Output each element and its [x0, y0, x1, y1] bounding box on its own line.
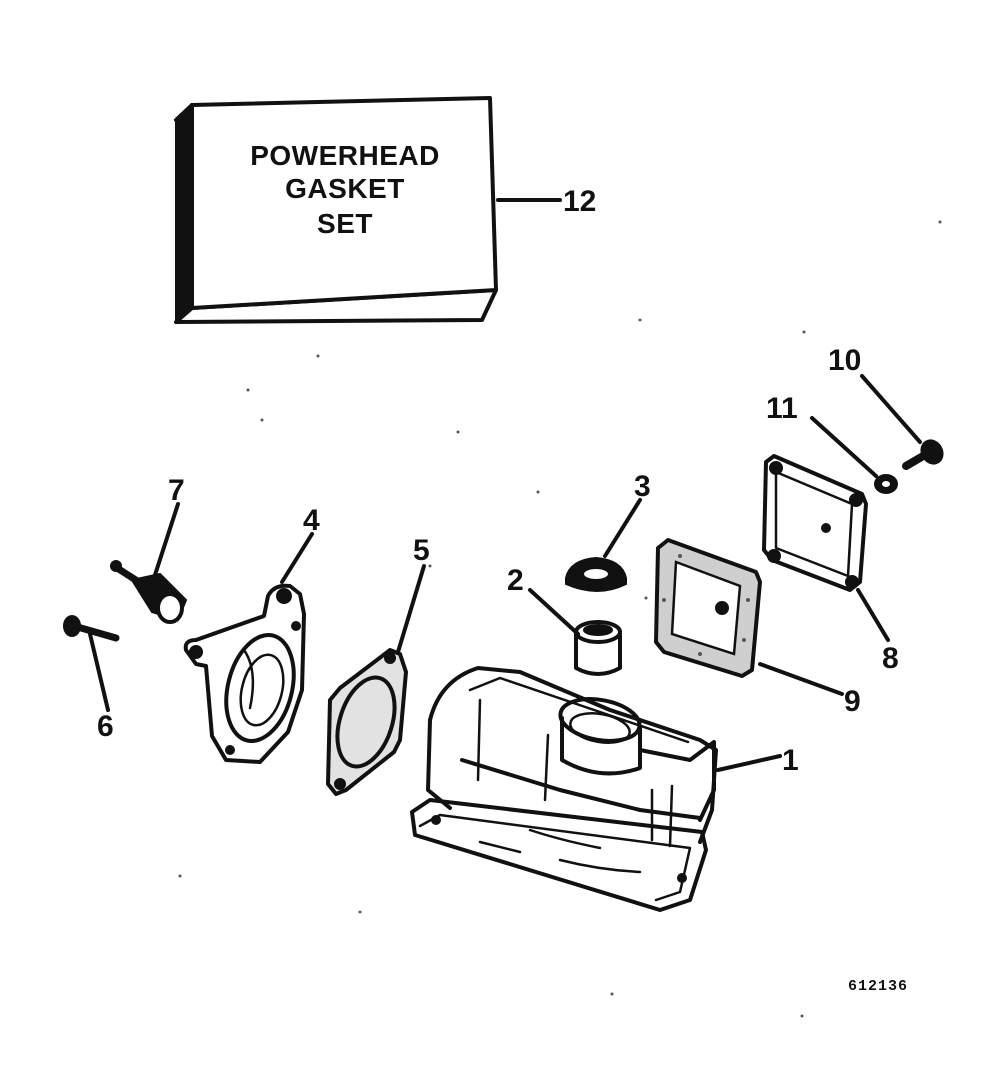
- cover-plate: [762, 454, 868, 592]
- callout-11: 11: [766, 392, 798, 425]
- leader-10: [860, 374, 922, 444]
- gasket-part-9: [654, 538, 762, 678]
- screw-part-6: [63, 615, 120, 642]
- figure-code: 612136: [848, 978, 908, 995]
- gasket-set-box: POWERHEAD GASKET SET: [174, 96, 498, 325]
- box-label-line-2: GASKET: [285, 173, 405, 204]
- callout-6: 6: [97, 710, 114, 743]
- leader-4: [280, 532, 314, 584]
- callout-4: 4: [303, 504, 320, 537]
- leader-11: [810, 416, 878, 478]
- leader-5: [396, 564, 426, 654]
- leader-7: [152, 502, 180, 580]
- box-label-line-3: SET: [317, 208, 373, 239]
- box-label-line-1: POWERHEAD: [250, 140, 440, 171]
- callout-12: 12: [563, 185, 596, 218]
- callout-7: 7: [168, 474, 185, 507]
- callout-2: 2: [507, 564, 524, 597]
- leader-1: [716, 754, 782, 772]
- callout-5: 5: [413, 534, 430, 567]
- fitting-part-7: [110, 560, 188, 624]
- screw-part-10: [902, 439, 944, 470]
- bushing-part-2: [574, 620, 622, 676]
- gasket-part-5: [326, 648, 408, 796]
- callout-9: 9: [844, 685, 861, 718]
- housing-part-1: [410, 666, 718, 912]
- leader-6: [88, 632, 110, 712]
- leader-3: [603, 498, 642, 558]
- callout-8: 8: [882, 642, 899, 675]
- callout-1: 1: [782, 744, 799, 777]
- callout-3: 3: [634, 470, 651, 503]
- scan-specks: [178, 220, 942, 1018]
- callout-10: 10: [828, 344, 861, 377]
- washer-part-11: [874, 474, 898, 494]
- leader-9: [758, 662, 844, 696]
- seal-part-3: [565, 556, 627, 592]
- leader-2: [528, 588, 580, 636]
- bracket-part-4: [183, 583, 306, 764]
- leader-8: [856, 588, 890, 642]
